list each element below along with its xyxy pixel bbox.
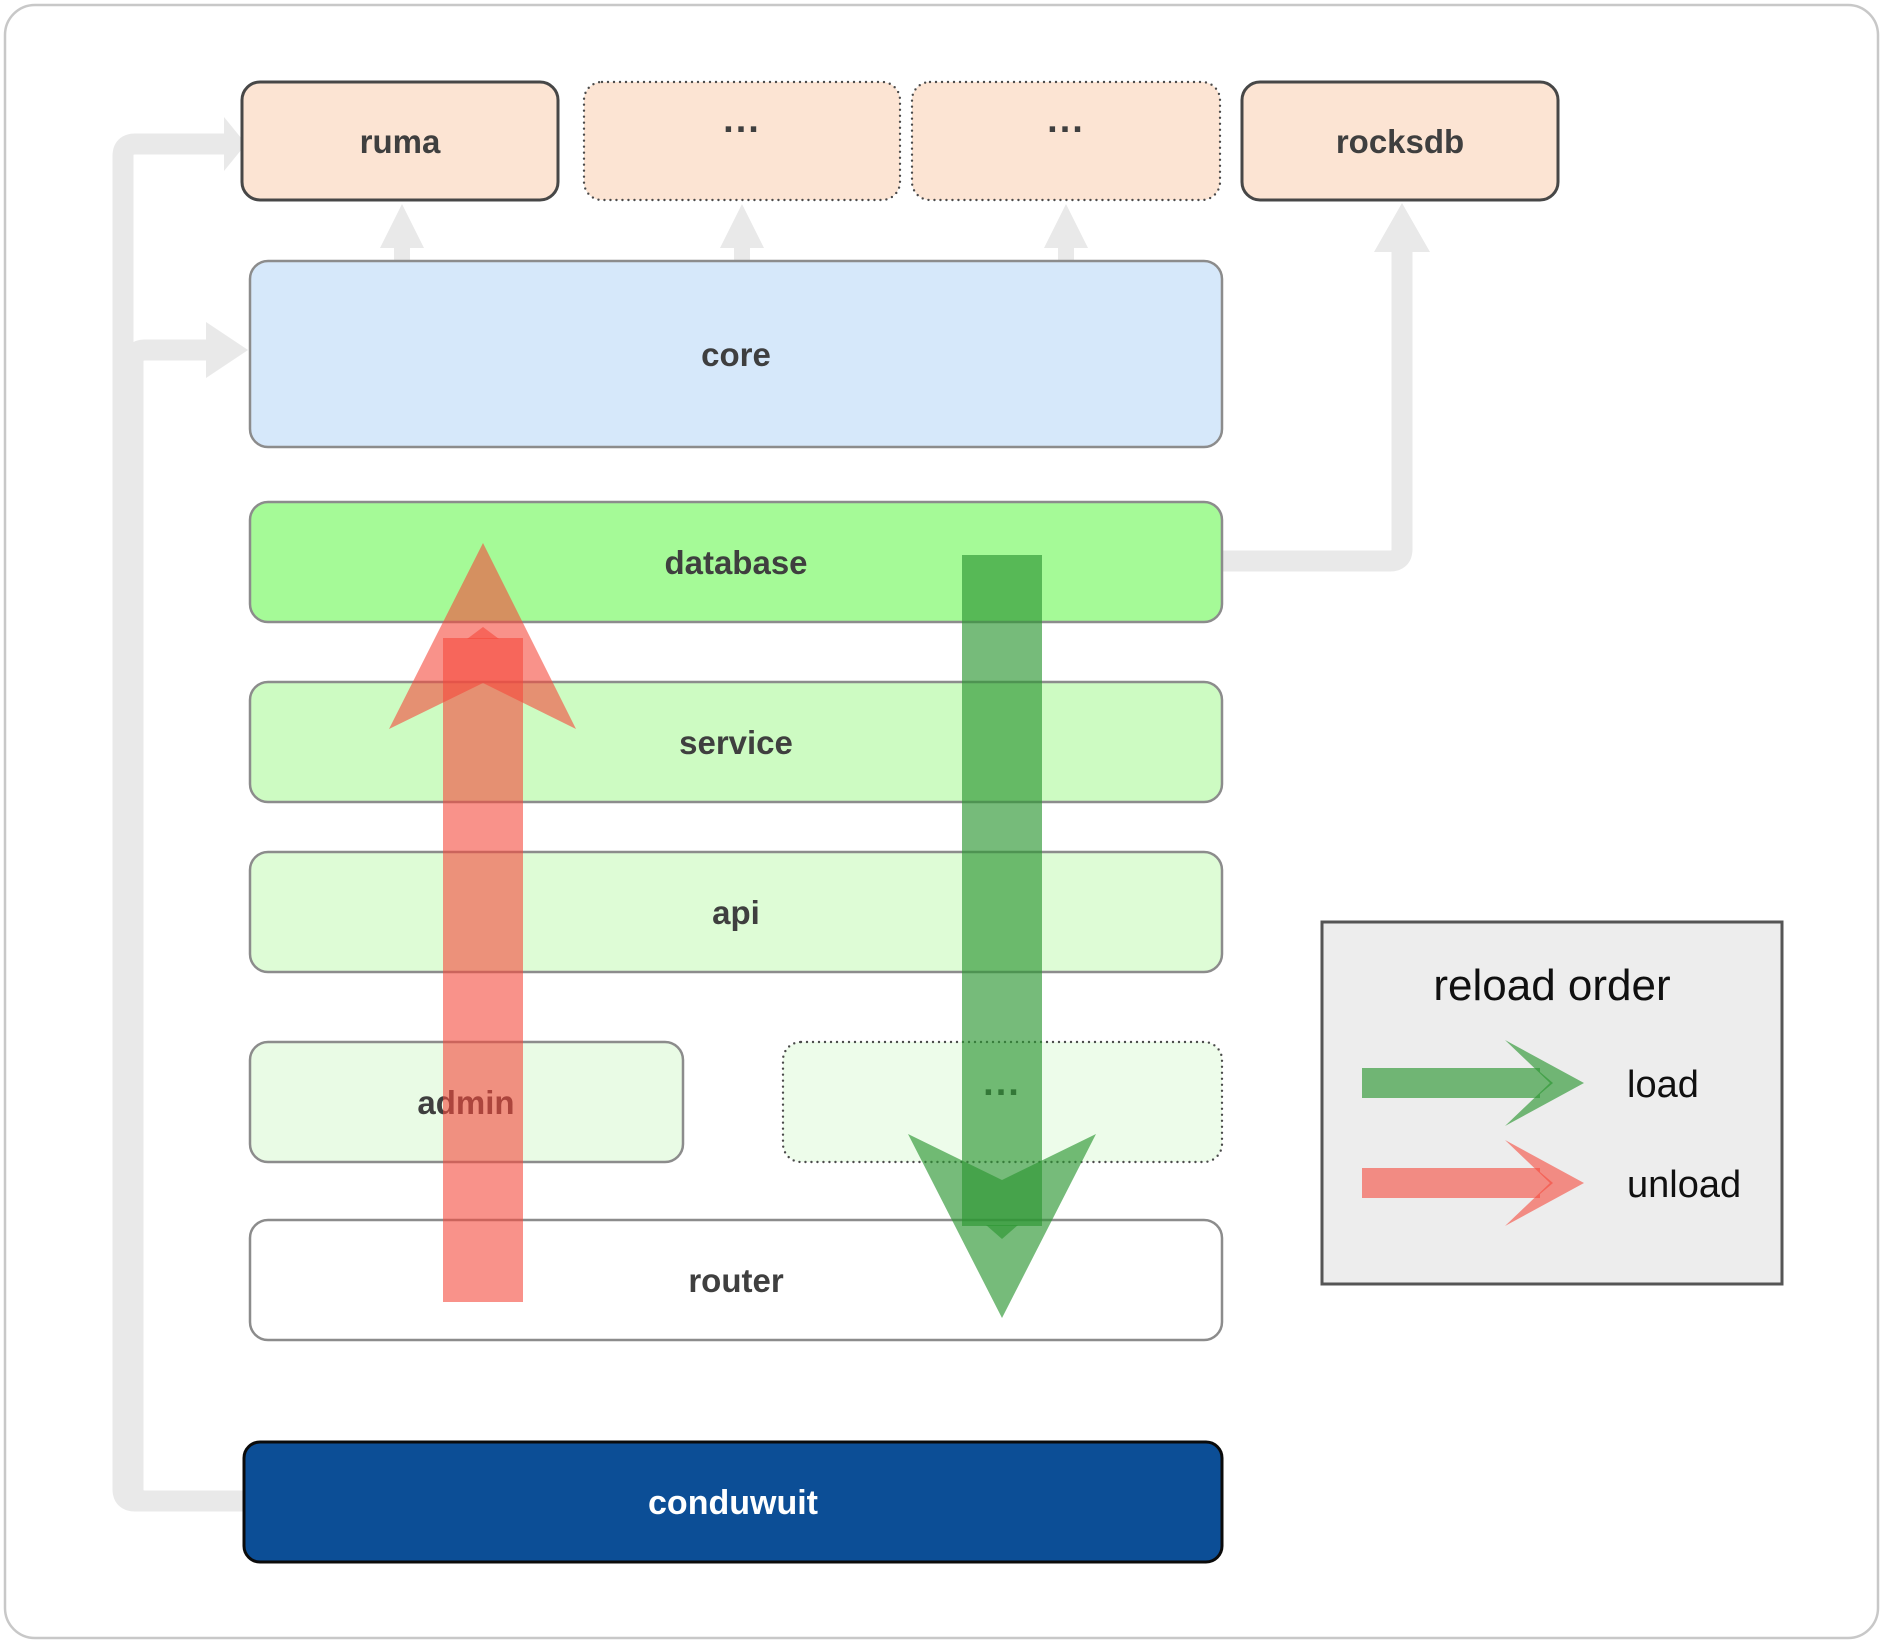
edge-conduwuit-to-ruma [112, 133, 246, 1512]
node-rocksdb: rocksdb [1240, 80, 1560, 202]
legend-load-arrow-shaft [1362, 1068, 1540, 1098]
edge-database-to-rocksdb-arrowhead-icon [1374, 203, 1430, 252]
node-crates-a-label: ... [723, 99, 761, 141]
unload-arrow-shaft [443, 638, 523, 1302]
load-arrow-shaft [962, 555, 1042, 1226]
edge-core-to-crates-b-arrowhead-icon [1044, 204, 1088, 248]
legend: reload order load unload [1320, 920, 1784, 1286]
edge-core-to-crates-b-shaft [1058, 246, 1074, 263]
node-ruma-box [240, 80, 560, 202]
node-rocksdb-box [1240, 80, 1560, 202]
node-crates-b-box [910, 80, 1222, 202]
node-service-label: service [679, 724, 793, 761]
node-database: database [248, 500, 1224, 624]
legend-box [1320, 920, 1784, 1286]
unload-arrow [389, 543, 576, 1302]
node-conduwuit: conduwuit [242, 1440, 1224, 1564]
edge-core-to-ruma-arrowhead-icon [380, 204, 424, 248]
legend-load-arrowhead-icon [1505, 1040, 1584, 1126]
unload-arrow-marker-icon [467, 627, 499, 639]
edge-conduwuit-to-ruma-arrowhead-icon [224, 117, 246, 171]
load-arrowhead-icon [908, 1134, 1096, 1318]
legend-unload-arrow-marker-icon [1540, 1172, 1553, 1194]
node-crates-b: ... [910, 80, 1222, 202]
legend-unload-arrowhead-icon [1505, 1140, 1584, 1226]
edge-core-to-ruma-shaft [394, 246, 410, 263]
legend-unload-arrow-shaft [1362, 1168, 1540, 1198]
node-ruma-label: ruma [360, 123, 441, 160]
node-api-label: api [712, 894, 760, 931]
node-core-label: core [701, 336, 771, 373]
node-crates-b-label: ... [1047, 99, 1085, 141]
node-core-box [248, 259, 1224, 449]
node-conduwuit-box [242, 1440, 1224, 1564]
node-crates-a: ... [582, 80, 902, 202]
legend-load-label: load [1627, 1064, 1699, 1106]
node-conduwuit-label: conduwuit [648, 1484, 818, 1522]
legend-load-arrow-marker-icon [1540, 1072, 1553, 1094]
edge-core-to-crates-a-shaft [734, 246, 750, 263]
node-crates-a-box [582, 80, 902, 202]
node-ruma: ruma [240, 80, 560, 202]
node-core: core [248, 259, 1224, 449]
node-router: router [248, 1218, 1224, 1342]
load-arrow [908, 555, 1096, 1318]
edge-database-to-rocksdb [1222, 250, 1413, 572]
node-router-label: router [688, 1262, 784, 1299]
node-api: api [248, 850, 1224, 974]
edge-core-to-crates-a-arrowhead-icon [720, 204, 764, 248]
legend-unload-label: unload [1627, 1164, 1741, 1206]
edge-conduwuit-to-core-arrowhead-icon [206, 322, 248, 378]
diagram-outer-border [3, 3, 1880, 1640]
node-database-label: database [664, 544, 807, 581]
node-rocksdb-label: rocksdb [1336, 123, 1464, 160]
legend-title: reload order [1433, 961, 1670, 1010]
node-service: service [248, 680, 1224, 804]
